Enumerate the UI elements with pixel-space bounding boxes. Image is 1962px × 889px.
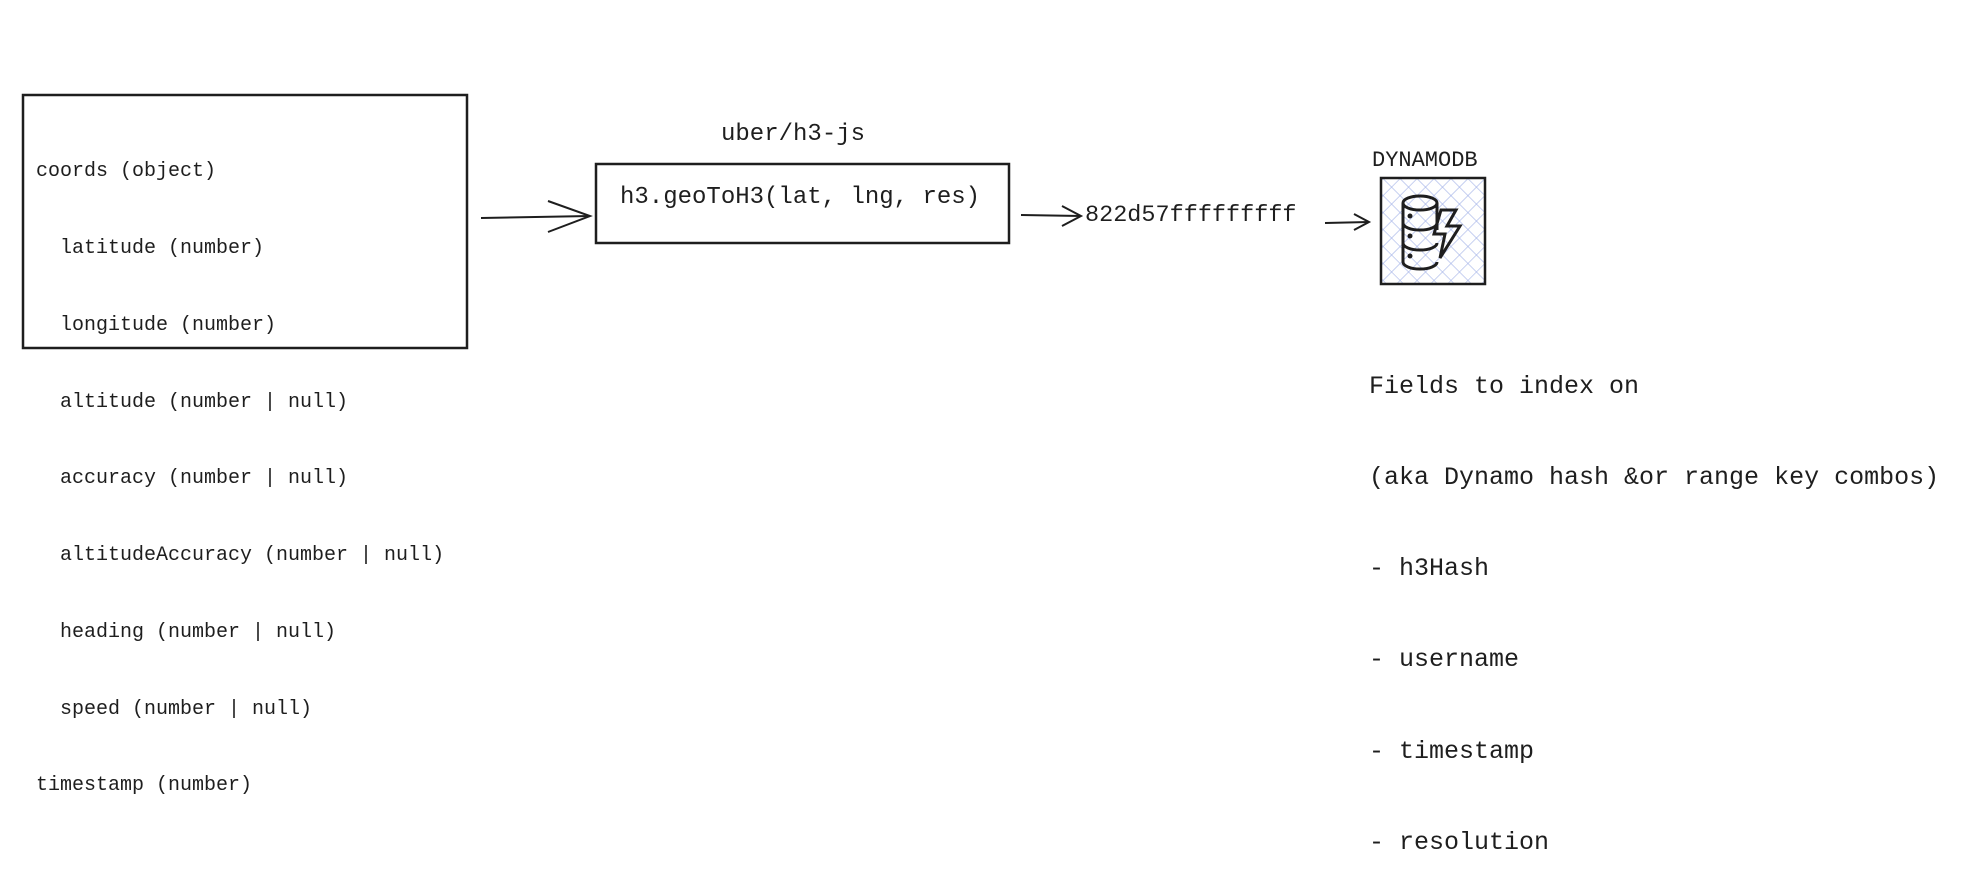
- schema-line: altitude (number | null): [36, 390, 349, 414]
- arrow-schema-to-function: [480, 200, 593, 233]
- schema-line: coords (object): [36, 160, 217, 184]
- dynamodb-icon[interactable]: [1379, 176, 1487, 286]
- index-notes: Fields to index on (aka Dynamo hash &or …: [1369, 311, 1939, 889]
- schema-text: coords (object) latitude (number) longit…: [36, 108, 444, 825]
- notes-line: - resolution: [1369, 827, 1550, 857]
- library-label: uber/h3-js: [721, 121, 866, 148]
- schema-box[interactable]: [21, 93, 469, 350]
- notes-line: (aka Dynamo hash &or range key combos): [1369, 463, 1940, 493]
- schema-line: longitude (number): [36, 313, 277, 337]
- schema-line: altitudeAccuracy (number | null): [36, 544, 445, 568]
- diagram-shapes: [21, 93, 1487, 350]
- schema-line: heading (number | null): [36, 620, 337, 644]
- notes-line: Fields to index on: [1369, 371, 1640, 401]
- schema-line: accuracy (number | null): [36, 467, 349, 491]
- function-call-text: h3.geoToH3(lat, lng, res): [620, 184, 981, 211]
- dynamodb-label: DYNAMODB: [1372, 148, 1478, 173]
- notes-line: - h3Hash: [1369, 554, 1490, 584]
- hash-output-text: 822d57fffffffff: [1085, 202, 1297, 229]
- notes-line: - timestamp: [1369, 736, 1535, 766]
- schema-line: timestamp (number): [36, 774, 253, 798]
- notes-line: - username: [1369, 645, 1520, 675]
- function-box[interactable]: [594, 162, 1011, 245]
- schema-line: speed (number | null): [36, 697, 313, 721]
- arrow-function-to-hash: [1020, 205, 1084, 227]
- schema-line: latitude (number): [36, 236, 265, 260]
- arrow-hash-to-dynamodb: [1324, 213, 1372, 231]
